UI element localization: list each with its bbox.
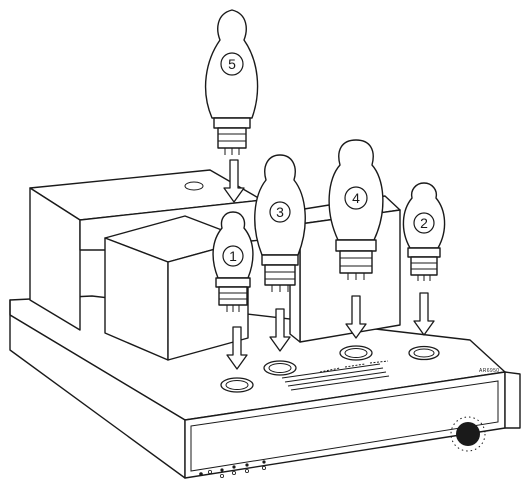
input-led: [245, 463, 248, 466]
down-arrow-icon: [414, 293, 434, 335]
input-led: [220, 468, 223, 471]
chassis-right-edge: [505, 372, 520, 428]
tube-number: 5: [228, 56, 236, 72]
socket-4[interactable]: [340, 346, 372, 360]
socket-3[interactable]: [264, 361, 296, 375]
tube-number: 4: [352, 190, 360, 206]
vacuum-tube-5: 5: [206, 10, 258, 155]
socket-1[interactable]: [221, 378, 253, 392]
input-led: [232, 465, 235, 468]
input-button[interactable]: [220, 474, 223, 477]
power-led-icon: [199, 472, 203, 476]
tube-number: 1: [229, 248, 237, 264]
tube-number: 2: [420, 215, 428, 231]
brand-label: AR6950: [479, 368, 499, 374]
input-button[interactable]: [262, 466, 265, 469]
vacuum-tube-2: 2: [403, 183, 444, 281]
input-button[interactable]: [232, 471, 235, 474]
input-led: [262, 460, 265, 463]
tube-number: 3: [276, 204, 284, 220]
socket-2[interactable]: [409, 347, 439, 360]
input-button[interactable]: [245, 469, 248, 472]
